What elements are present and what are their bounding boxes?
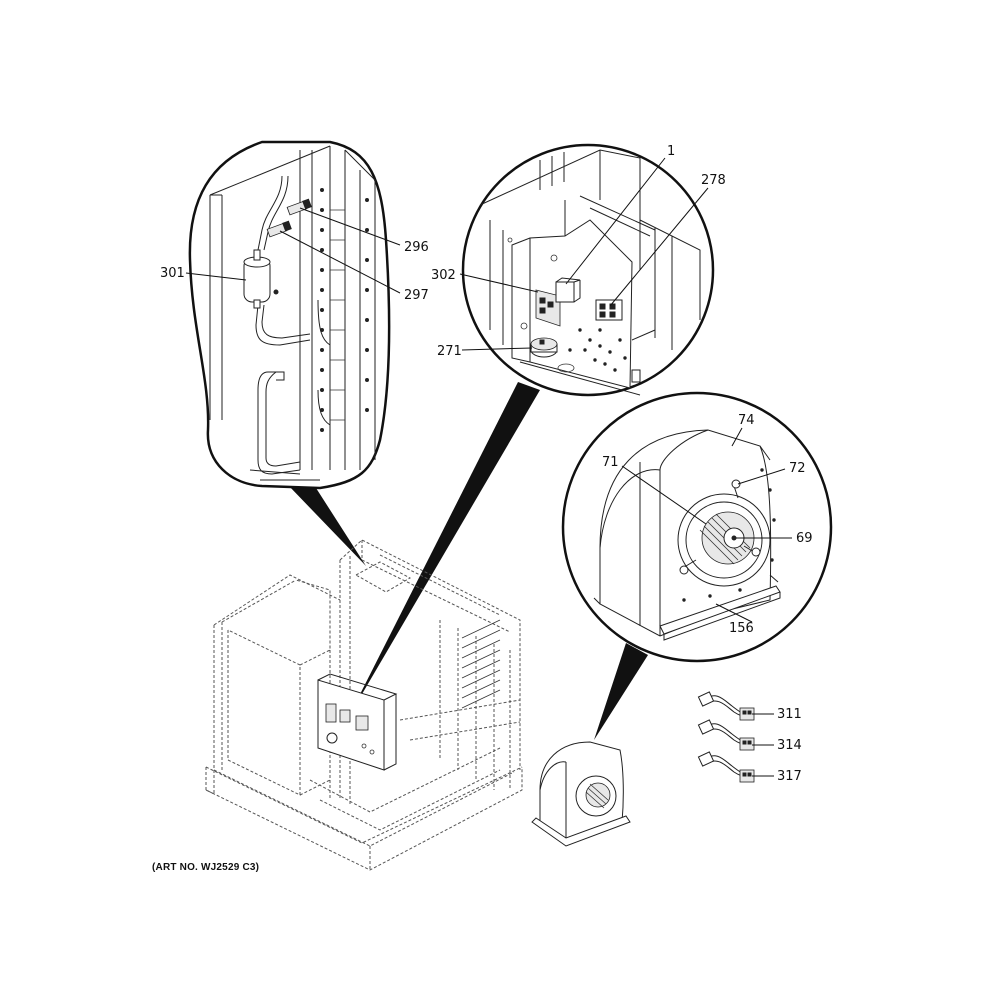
service-valve-296 (286, 198, 312, 216)
blower-assembly-in-unit (531, 741, 631, 847)
callout-156: 156 (729, 621, 754, 636)
service-valve-297 (266, 220, 292, 238)
filter-drier-301 (243, 249, 271, 309)
control-board-detail-bubble (461, 143, 715, 397)
pointer-wedge-control-detail (348, 382, 540, 718)
pointer-wedge-blower-detail (594, 643, 648, 740)
callout-278: 278 (701, 173, 726, 188)
callout-271: 271 (437, 344, 462, 359)
callout-72: 72 (789, 461, 806, 476)
refrigerant-detail-outline (188, 140, 391, 490)
relay-1 (555, 277, 581, 303)
housing-holes (682, 468, 776, 602)
wire-harness-314 (697, 719, 755, 751)
main-unit-assembly (205, 539, 523, 871)
callout-314: 314 (777, 738, 802, 753)
blower-motor-69 (699, 511, 755, 565)
capacitor-271 (530, 337, 558, 358)
callout-301: 301 (160, 266, 185, 281)
terminal-block-278 (595, 299, 623, 321)
refrigerant-detail-bubble (188, 140, 391, 490)
callout-311: 311 (777, 707, 802, 722)
callout-71: 71 (602, 455, 619, 470)
art-number: (ART NO. WJ2529 C3) (152, 862, 260, 873)
callout-74: 74 (738, 413, 755, 428)
control-board-302 (535, 289, 561, 327)
wire-harness-311 (697, 691, 755, 721)
control-panel-in-unit (317, 673, 398, 771)
motor-mount-72 (679, 479, 761, 575)
callout-302: 302 (431, 268, 456, 283)
callout-labels: 1 278 302 271 301 296 297 74 71 72 69 15… (160, 144, 813, 784)
panel-holes (568, 328, 627, 372)
callout-1: 1 (667, 144, 675, 159)
callout-296: 296 (404, 240, 429, 255)
callout-317: 317 (777, 769, 802, 784)
blower-detail-bubble (561, 391, 833, 663)
mounting-rail-156 (593, 574, 781, 641)
callout-69: 69 (796, 531, 813, 546)
leader-lines (185, 157, 792, 777)
callout-297: 297 (404, 288, 429, 303)
rivet-row (273, 188, 369, 432)
pointer-wedge-left-detail (288, 485, 366, 566)
wire-harness-317 (697, 751, 755, 783)
